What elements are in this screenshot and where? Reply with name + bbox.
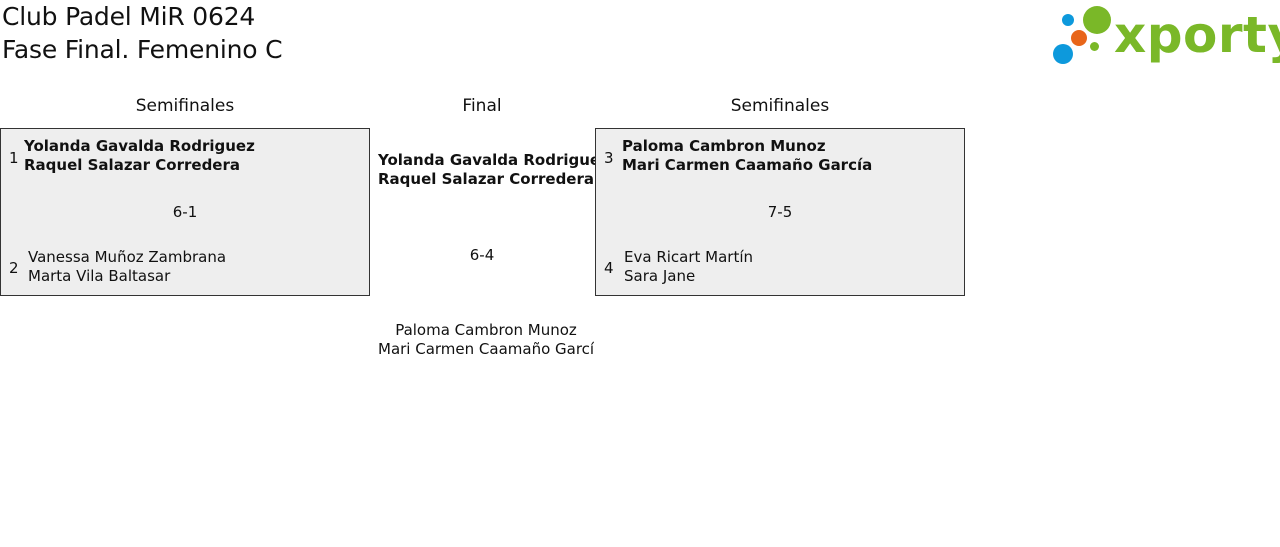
final-score: 6-4 <box>469 246 495 264</box>
player-name: Yolanda Gavalda Rodriguez <box>378 151 609 169</box>
logo-wordmark: xporty <box>1114 6 1280 64</box>
team-top: Paloma Cambron Munoz Mari Carmen Caamaño… <box>622 137 872 175</box>
team-bottom: Eva Ricart Martín Sara Jane <box>624 248 753 286</box>
team-top: Yolanda Gavalda Rodriguez Raquel Salazar… <box>24 137 255 175</box>
logo-dot-green-small <box>1090 42 1099 51</box>
player-name: Raquel Salazar Corredera <box>24 156 240 174</box>
seed-number: 1 <box>9 149 19 167</box>
match-score: 7-5 <box>767 203 793 221</box>
player-name: Marta Vila Baltasar <box>28 267 171 285</box>
logo-dot-blue-small <box>1062 14 1074 26</box>
player-name: Vanessa Muñoz Zambrana <box>28 248 227 266</box>
seed-number: 3 <box>604 149 614 167</box>
xporty-logo: xporty <box>1050 4 1280 68</box>
player-name: Yolanda Gavalda Rodriguez <box>24 137 255 155</box>
page-title: Club Padel MiR 0624 <box>2 2 256 31</box>
player-name: Mari Carmen Caamaño Garcí <box>378 340 594 358</box>
semifinal-right-match[interactable]: 3 Paloma Cambron Munoz Mari Carmen Caama… <box>595 128 965 296</box>
seed-number: 2 <box>9 259 19 277</box>
match-score: 6-1 <box>172 203 198 221</box>
semifinal-left-match[interactable]: 1 Yolanda Gavalda Rodriguez Raquel Salaz… <box>0 128 370 296</box>
player-name: Raquel Salazar Corredera <box>378 170 594 188</box>
round-header-right-semifinal: Semifinales <box>730 96 830 116</box>
player-name: Paloma Cambron Munoz <box>395 321 577 339</box>
logo-dot-green-large <box>1083 6 1111 34</box>
player-name: Mari Carmen Caamaño García <box>622 156 873 174</box>
final-team-bottom: Paloma Cambron Munoz Mari Carmen Caamaño… <box>378 321 594 359</box>
logo-dot-orange <box>1071 30 1087 46</box>
seed-number: 4 <box>604 259 614 277</box>
player-name: Eva Ricart Martín <box>624 248 754 266</box>
team-bottom: Vanessa Muñoz Zambrana Marta Vila Baltas… <box>28 248 226 286</box>
page-subtitle: Fase Final. Femenino C <box>2 35 283 64</box>
final-team-top: Yolanda Gavalda Rodriguez Raquel Salazar… <box>378 151 609 189</box>
round-header-final: Final <box>462 96 502 116</box>
player-name: Paloma Cambron Munoz <box>622 137 826 155</box>
round-header-left-semifinal: Semifinales <box>135 96 235 116</box>
logo-dot-blue-large <box>1053 44 1073 64</box>
player-name: Sara Jane <box>624 267 696 285</box>
